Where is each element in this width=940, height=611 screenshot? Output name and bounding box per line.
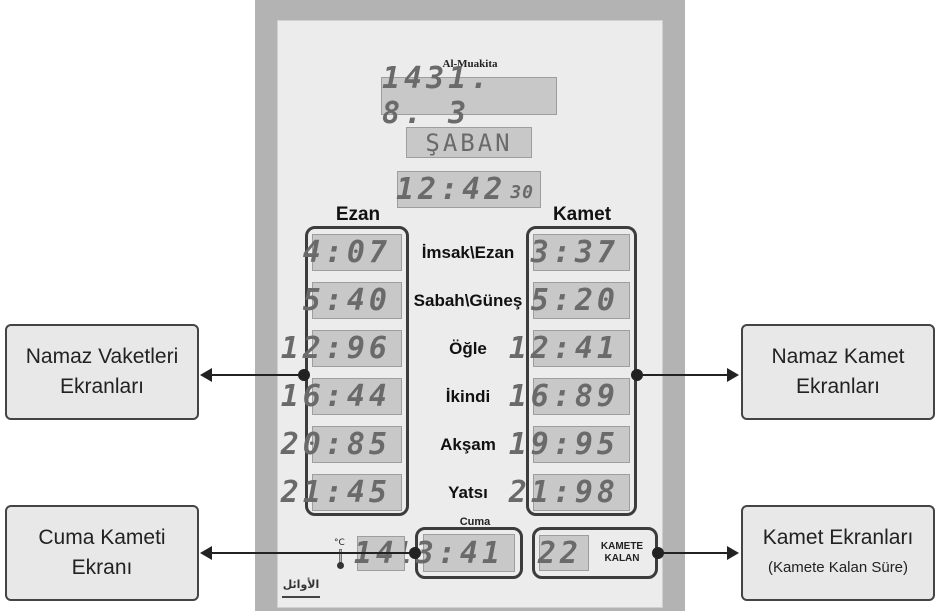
callout-line1: Kamet Ekranları — [762, 526, 914, 549]
callout-cuma-kameti: Cuma Kameti Ekranı — [5, 505, 199, 601]
prayer-name: Öğle — [449, 339, 487, 358]
connector-line-right-top — [637, 374, 727, 376]
brand-label: Al-Muakita — [442, 58, 498, 70]
callout-line2: (Kamete Kalan Süre) — [767, 559, 909, 576]
callout-namaz-vakitleri: Namaz Vaketleri Ekranları — [5, 324, 199, 420]
kamete-label-line2: KALAN — [604, 553, 640, 564]
month-name-display: ŞABAN — [406, 127, 532, 158]
callout-namaz-kamet: Namaz Kamet Ekranları — [741, 324, 935, 420]
connector-line-left-top — [212, 374, 303, 376]
logo: الأوائل — [282, 578, 320, 598]
temperature-unit: °C — [334, 538, 345, 548]
kamet-time-display: 5:20 — [531, 282, 630, 319]
ezan-time-display: 4:07 — [303, 234, 402, 271]
ezan-header: Ezan — [335, 204, 381, 225]
callout-line1: Cuma Kameti — [38, 526, 166, 549]
callout-line2: Ekranları — [795, 375, 881, 398]
kamet-time-display: 21:98 — [509, 474, 630, 511]
arrow-left-icon — [200, 546, 212, 560]
kamete-kalan-label: KAMETE KALAN — [592, 541, 652, 565]
kamet-time-display: 12:41 — [509, 330, 630, 367]
connector-dot — [409, 547, 421, 559]
prayer-name: Sabah\Güneş — [413, 291, 523, 310]
arrow-right-icon — [727, 546, 739, 560]
connector-dot — [298, 369, 310, 381]
kamet-time-display: 19:95 — [509, 426, 630, 463]
callout-line1: Namaz Vaketleri — [25, 345, 179, 368]
kamete-label-line1: KAMETE — [600, 541, 644, 552]
connector-dot — [652, 547, 664, 559]
kamet-time-display: 3:37 — [531, 234, 630, 271]
prayer-name: Akşam — [440, 435, 496, 454]
hijri-date-display: 1431. 8. 3 — [381, 61, 557, 131]
callout-kamet-ekranlari: Kamet Ekranları (Kamete Kalan Süre) — [741, 505, 935, 601]
callout-line2: Ekranları — [59, 375, 145, 398]
arrow-right-icon — [727, 368, 739, 382]
cuma-label: Cuma — [459, 516, 491, 528]
kamet-time-display: 16:89 — [509, 378, 630, 415]
ezan-time-display: 12:96 — [281, 330, 402, 367]
prayer-name: İkindi — [445, 387, 491, 406]
connector-line-left-bottom — [212, 552, 416, 554]
callout-line1: Namaz Kamet — [771, 345, 905, 368]
prayer-name: İmsak\Ezan — [421, 243, 515, 262]
callout-line2: Ekranı — [71, 556, 133, 579]
ezan-time-display: 5:40 — [303, 282, 402, 319]
connector-line-right-bottom — [658, 552, 728, 554]
kamete-kalan-display: 22 — [538, 535, 589, 571]
ezan-time-display: 20:85 — [281, 426, 402, 463]
clock-seconds: 30 — [510, 182, 534, 203]
clock-display: 12:42 30 — [396, 171, 541, 208]
thermometer-bulb-icon — [337, 562, 344, 569]
prayer-name: Yatsı — [448, 483, 488, 502]
cuma-time-display: 13:41 — [394, 534, 515, 572]
ezan-time-display: 21:45 — [281, 474, 402, 511]
kamet-header: Kamet — [552, 204, 612, 225]
connector-dot — [631, 369, 643, 381]
clock-hours-minutes: 12:42 — [396, 172, 507, 207]
ezan-time-display: 16:44 — [281, 378, 402, 415]
arrow-left-icon — [200, 368, 212, 382]
